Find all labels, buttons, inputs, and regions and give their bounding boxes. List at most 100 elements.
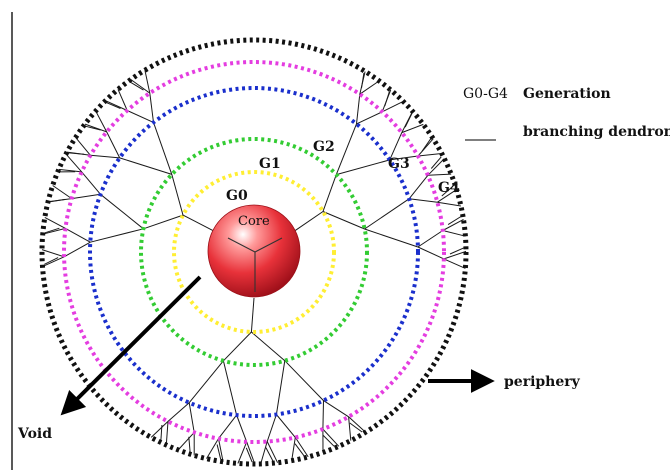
dendron-branch (216, 444, 222, 460)
dendron-branch (404, 113, 413, 128)
dendron-branch (291, 437, 296, 461)
dendron-branch (359, 80, 380, 95)
dendron-branch (68, 152, 85, 155)
dendron-branch (389, 132, 403, 161)
dendron-branch (251, 331, 286, 362)
label-g1: G1 (259, 156, 281, 172)
dendron-branch (42, 227, 66, 235)
dendron-branch (246, 441, 256, 465)
dendron-branch (417, 246, 445, 260)
dendron-branch (126, 110, 154, 123)
dendron-branch (41, 249, 65, 258)
dendron-branch (237, 441, 248, 464)
dendron-branch (44, 216, 66, 229)
dendron-branch (130, 81, 144, 91)
dendron-branch (361, 73, 365, 89)
dendron-branch (294, 211, 324, 232)
dendron-branch (160, 424, 163, 441)
dendron-branch (322, 428, 340, 447)
dendron-branch (284, 360, 324, 401)
dendron-branch (294, 437, 309, 458)
dendron-branch (236, 414, 248, 443)
dendron-branch (143, 214, 184, 230)
dendron-branch (417, 138, 434, 157)
dendron-branch (218, 438, 224, 462)
dendron-branch (417, 230, 444, 248)
dendron-branch (119, 157, 172, 175)
dendron-branch (323, 400, 349, 418)
dendron-branch (42, 256, 65, 268)
dendron-branch (85, 125, 101, 131)
dendron-branch (90, 228, 144, 243)
dendron-branch (65, 153, 83, 173)
dendron-branch (421, 138, 432, 152)
label-g3: G3 (388, 156, 410, 172)
dendron-branch (437, 189, 457, 203)
dendron-branch (90, 154, 120, 159)
dendron-branch (100, 193, 144, 230)
label-g0: G0 (226, 188, 248, 204)
label-g4: G4 (438, 180, 460, 196)
dendron-branch (95, 110, 108, 133)
dendron-branch (71, 193, 101, 200)
dendron-branch (356, 94, 361, 124)
dendron-branch (106, 131, 121, 159)
legend-generation-key: G0-G4 (463, 86, 508, 102)
label-g2: G2 (313, 139, 335, 155)
core-junction (227, 237, 283, 292)
void-arrow (60, 275, 202, 416)
dendron-branch (427, 158, 445, 176)
dendron-branch (165, 421, 169, 446)
dendron-branch (150, 421, 169, 438)
dendron-branch (348, 416, 352, 441)
dendron-branch (427, 173, 452, 176)
dendron-branch (52, 185, 72, 200)
dendron-branch (430, 156, 442, 169)
dendron-branch (182, 214, 214, 232)
dendron-branch (223, 331, 252, 362)
dendron-branch (188, 360, 224, 404)
dendron-branch (442, 230, 466, 237)
dendron-branch (294, 443, 305, 457)
dendron-branch (381, 100, 404, 113)
g1-ring (172, 170, 336, 334)
dendron-branch (276, 414, 296, 438)
dendron-branch (106, 102, 121, 109)
dendron-branch (188, 436, 191, 453)
dendron-branch (322, 400, 324, 430)
dendron-branch (417, 153, 442, 157)
dendron-branch (177, 432, 195, 451)
label-core: Core (238, 214, 270, 229)
dendron-branch (171, 174, 184, 216)
dendron-branch (336, 159, 390, 176)
dendron-branch (384, 91, 390, 107)
dendron-branch (50, 198, 66, 203)
dendron-branch (206, 438, 219, 459)
dendron-branch (443, 250, 467, 260)
dendron-branch (130, 79, 151, 94)
legend-generation-text: Generation (523, 86, 611, 102)
dendron-branch (348, 416, 366, 433)
dendron-branch (44, 227, 60, 234)
dendron-branch (447, 216, 462, 226)
dendron-branch (105, 100, 128, 111)
dendron-branch (245, 447, 253, 463)
dendron-branch (218, 414, 237, 439)
branching-dendrons (41, 70, 467, 465)
dendron-branch (75, 137, 91, 156)
dendron-branch (167, 402, 190, 422)
g3-ring (88, 86, 420, 418)
dendron-branch (153, 122, 173, 175)
dendron-branch (443, 258, 466, 269)
dendron-branch (266, 441, 279, 463)
dendron-branch (401, 123, 424, 134)
dendron-branch (44, 257, 59, 265)
dendron-branch (63, 241, 91, 258)
dendron-branch (408, 174, 429, 200)
dendron-branch (144, 70, 151, 94)
dendron-branch (449, 247, 465, 255)
dendron-branch (335, 123, 357, 175)
dendron-branch (266, 414, 277, 442)
